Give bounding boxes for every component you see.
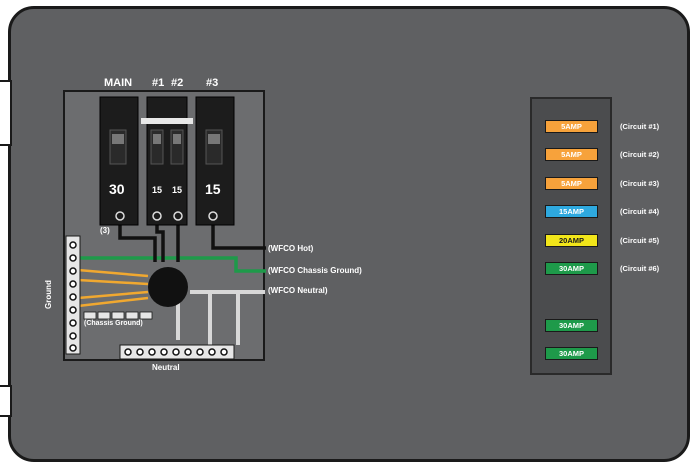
neutral-wires: [176, 290, 265, 345]
fuse-5: 20AMP: [545, 234, 598, 247]
label-wfco-hot: (WFCO Hot): [268, 244, 314, 253]
fuse-circuit-2: (Circuit #2): [620, 150, 660, 159]
breaker-3: [195, 96, 235, 226]
fuse-circuit-4: (Circuit #4): [620, 207, 660, 216]
breaker-1-2: [141, 96, 193, 226]
fuse-circuit-5: (Circuit #5): [620, 236, 660, 245]
breaker-main: [99, 96, 139, 226]
hot-wires: [118, 222, 266, 262]
main-note: (3): [100, 226, 110, 235]
fuse-3: 5AMP: [545, 177, 598, 190]
rating-main: 30: [109, 181, 125, 197]
header-circuit-1: #1: [152, 77, 165, 89]
chassis-wires: [77, 268, 149, 308]
chassis-ground-bar: [83, 311, 153, 320]
label-wfco-chassis-ground: (WFCO Chassis Ground): [268, 266, 362, 275]
wire-junction: [148, 267, 188, 307]
fuse-4: 15AMP: [545, 205, 598, 218]
rating-circuit-2: 15: [172, 185, 183, 195]
side-tab-lower: [0, 385, 12, 417]
ground-bus: [65, 235, 81, 355]
fuse-circuit-6: (Circuit #6): [620, 264, 660, 273]
header-circuit-2: #2: [171, 77, 184, 89]
neutral-bus: [119, 344, 235, 360]
fuse-6: 30AMP: [545, 262, 598, 275]
header-circuit-3: #3: [206, 77, 219, 89]
fuse-7: 30AMP: [545, 319, 598, 332]
fuse-circuit-3: (Circuit #3): [620, 179, 660, 188]
fuse-circuit-1: (Circuit #1): [620, 122, 660, 131]
label-ground-bus: Ground: [43, 280, 53, 309]
rating-circuit-3: 15: [205, 181, 221, 197]
label-chassis-ground: (Chassis Ground): [84, 320, 143, 327]
label-neutral-bus: Neutral: [152, 363, 180, 372]
side-tab-upper: [0, 80, 12, 146]
header-main: MAIN: [104, 77, 133, 89]
rating-circuit-1: 15: [152, 185, 163, 195]
fuse-8: 30AMP: [545, 347, 598, 360]
label-wfco-neutral: (WFCO Neutral): [268, 286, 328, 295]
fuse-1: 5AMP: [545, 120, 598, 133]
fuse-2: 5AMP: [545, 148, 598, 161]
